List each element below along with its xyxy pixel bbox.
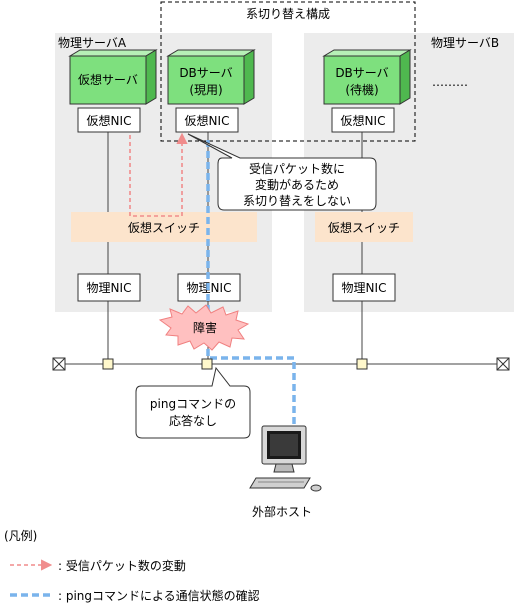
- legend-title: (凡例): [4, 529, 37, 543]
- network-terminator-right: [496, 357, 510, 371]
- failure-burst-icon: [158, 304, 250, 351]
- virtual-nic-a1: [77, 107, 141, 133]
- physical-nic-a1: [77, 273, 141, 302]
- db-server-active-line2: (現用): [189, 83, 222, 97]
- physical-server-b-label: 物理サーバB: [431, 36, 499, 50]
- virtual-nic-b-label: 仮想NIC: [341, 113, 386, 128]
- virtual-nic-a1-label: 仮想NIC: [87, 113, 132, 128]
- physical-server-a-label: 物理サーバA: [58, 36, 127, 50]
- virtual-switch-a-label: 仮想スイッチ: [128, 220, 200, 235]
- ping-callout-line2: 応答なし: [169, 413, 217, 428]
- physical-nic-b: [332, 273, 396, 302]
- physical-nic-a1-label: 物理NIC: [87, 281, 132, 295]
- legend-item1: : 受信パケット数の変動: [58, 558, 186, 573]
- packet-variation-arrow: [129, 132, 188, 217]
- virtual-nic-a2: [175, 107, 239, 133]
- virtual-nic-b: [331, 107, 395, 133]
- db-server-standby-box: [322, 49, 412, 105]
- network-node-a2: [201, 358, 213, 370]
- packet-callout-line1: 受信パケット数に: [249, 161, 345, 176]
- ping-path-line: [206, 140, 296, 424]
- virtual-switch-a: [71, 212, 257, 242]
- virtual-nic-a2-label: 仮想NIC: [185, 113, 230, 128]
- db-server-standby-line1: DBサーバ: [335, 66, 388, 80]
- failover-group-label: 系切り替え構成: [246, 7, 330, 21]
- db-server-standby-line2: (待機): [345, 82, 378, 97]
- network-node-a1: [102, 358, 114, 370]
- failure-label: 障害: [193, 320, 217, 335]
- db-server-active-box: [166, 49, 256, 105]
- packet-callout-line2: 変動があるため: [255, 177, 339, 192]
- ping-callout: [135, 366, 251, 439]
- external-host-label: 外部ホスト: [252, 504, 312, 519]
- network-terminator-left: [52, 357, 66, 371]
- packet-callout-line3: 系切り替えをしない: [243, 194, 351, 208]
- virtual-switch-b-label: 仮想スイッチ: [328, 220, 400, 235]
- network-node-b: [356, 358, 368, 370]
- packet-callout: [187, 133, 377, 211]
- virtual-switch-b: [315, 212, 413, 242]
- more-servers-ellipsis: ………: [432, 75, 468, 89]
- physical-nic-b-label: 物理NIC: [342, 281, 387, 295]
- failover-group-box: [160, 1, 416, 142]
- computer-icon: [249, 425, 322, 492]
- ping-callout-line1: pingコマンドの: [150, 397, 236, 411]
- virtual-server-label: 仮想サーバ: [78, 72, 138, 87]
- virtual-server-box: [68, 49, 158, 105]
- legend-item2: : pingコマンドによる通信状態の確認: [58, 588, 260, 603]
- db-server-active-line1: DBサーバ: [179, 66, 232, 80]
